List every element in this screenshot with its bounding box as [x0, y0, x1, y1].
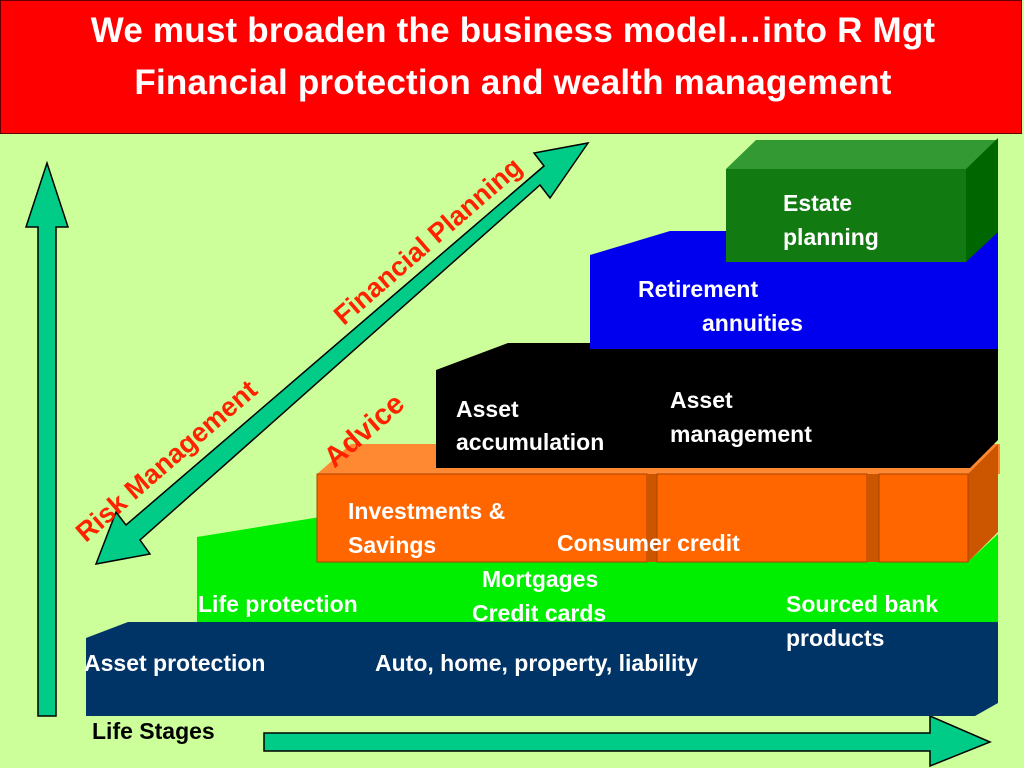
title-line-2: Financial protection and wealth manageme…	[134, 63, 892, 102]
asset-accumulation-label-1: Asset	[456, 396, 519, 422]
investments-label-1: Investments &	[348, 498, 506, 524]
credit-cards-label: Credit cards	[472, 600, 607, 626]
consumer-credit-label: Consumer credit	[557, 530, 740, 556]
estate-tier	[726, 169, 966, 262]
retirement-label-1: Retirement	[638, 276, 759, 302]
sourced-bank-label-1: Sourced bank	[786, 591, 939, 617]
retirement-label-2: annuities	[702, 310, 803, 336]
estate-tier-side	[966, 138, 998, 262]
title-bar: We must broaden the business model…into …	[0, 0, 1022, 134]
investments-separator	[647, 474, 657, 562]
estate-tier-top	[726, 140, 998, 169]
title-line-1: We must broaden the business model…into …	[90, 11, 936, 50]
asset-accumulation-label-2: accumulation	[456, 429, 605, 455]
base-tier	[86, 622, 998, 716]
orange-right-block	[878, 473, 969, 563]
life-stages-label: Life Stages	[92, 718, 215, 744]
asset-tier	[436, 343, 998, 468]
estate-label-1: Estate	[783, 190, 853, 216]
estate-label-2: planning	[783, 224, 879, 250]
asset-management-label-2: management	[670, 421, 812, 447]
consumer-credit-block	[656, 473, 868, 563]
investments-label-2: Savings	[348, 532, 437, 558]
orange-separator	[867, 474, 879, 562]
life-protection-label: Life protection	[198, 591, 358, 617]
life-stages-arrow	[263, 714, 992, 768]
sourced-bank-label-2: products	[786, 625, 885, 651]
auto-home-label: Auto, home, property, liability	[375, 650, 698, 676]
investments-block	[316, 473, 648, 563]
mortgages-label: Mortgages	[482, 566, 599, 592]
green-tier	[197, 517, 320, 624]
vertical-arrow	[24, 160, 70, 717]
green-tier-main	[320, 534, 998, 624]
diagonal-double-arrow	[94, 141, 590, 565]
asset-management-label-1: Asset	[670, 387, 733, 413]
asset-protection-label: Asset protection	[84, 650, 266, 676]
investments-tier-side	[968, 444, 998, 562]
